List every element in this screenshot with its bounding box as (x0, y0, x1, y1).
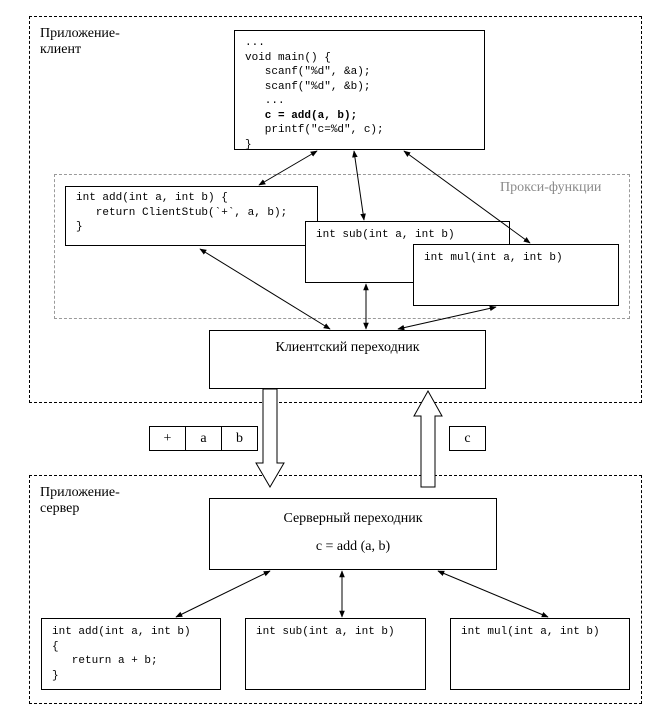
arrow-server-stub-mul (437, 570, 549, 618)
server-mul-box: int mul(int a, int b) (450, 618, 630, 690)
arrow-server-stub-add (175, 570, 271, 618)
main-code-line: scanf("%d", &a); (245, 66, 371, 78)
server-stub-call: c = add (a, b) (315, 539, 391, 554)
client-stub-box: Клиентский переходник (209, 330, 486, 389)
arrow-proxy-mul-client-stub (397, 305, 497, 331)
arrow-main-proxy-mul (403, 150, 531, 244)
request-cell-b: b (221, 426, 258, 451)
main-code-line: void main() { (245, 51, 331, 64)
arrow-proxy-add-client-stub (199, 248, 331, 330)
proxy-mul-box: int mul(int a, int b) (413, 244, 619, 306)
request-cell-a: a (185, 426, 222, 451)
main-code-box: ... void main() { scanf("%d", &a); scanf… (234, 30, 485, 151)
client-stub-label: Клиентский переходник (275, 340, 420, 355)
response-cell-c: c (449, 426, 486, 451)
main-code-line: printf("c=%d", c); (245, 124, 384, 136)
response-block-arrow (413, 389, 443, 488)
main-code-line: ... (245, 37, 265, 49)
server-app-region (29, 475, 642, 704)
main-code-line: scanf("%d", &b); (245, 80, 371, 93)
request-block-arrow (255, 388, 285, 488)
arrow-main-proxy-sub (352, 150, 366, 221)
arrow-main-proxy-add (258, 150, 318, 186)
main-code-line: } (245, 138, 252, 151)
proxy-add-box: int add(int a, int b) { return ClientStu… (65, 186, 318, 246)
server-sub-box: int sub(int a, int b) (245, 618, 426, 690)
server-stub-box: Серверный переходник c = add (a, b) (209, 498, 497, 570)
server-add-box: int add(int a, int b) { return a + b; } (41, 618, 221, 690)
main-code-call-line: c = add(a, b); (245, 109, 358, 122)
server-app-label: Приложение- сервер (40, 485, 120, 516)
proxy-functions-region (54, 174, 630, 319)
main-code-line: ... (245, 95, 285, 107)
client-app-label: Приложение- клиент (40, 26, 120, 57)
client-app-region (29, 16, 642, 403)
server-stub-label: Серверный переходник (283, 511, 423, 526)
